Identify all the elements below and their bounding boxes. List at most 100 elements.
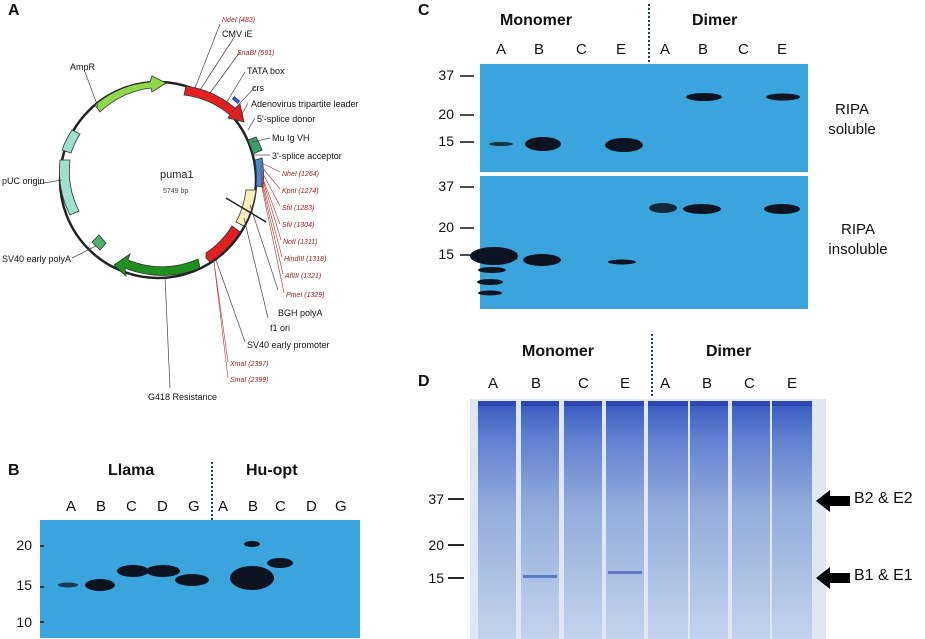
- label-sv40p: SV40 early promoter: [247, 340, 330, 350]
- ripa-insoluble-line1: RIPA: [841, 221, 875, 238]
- arrow-b2-e2: [816, 490, 850, 512]
- panel-c-lane: A: [660, 41, 671, 58]
- label-splice5: 5'-splice donor: [257, 114, 315, 124]
- label-cmv: CMV iE: [222, 29, 253, 39]
- panel-c-group-dimer: Dimer: [692, 12, 738, 29]
- panel-c-group-monomer: Monomer: [500, 12, 572, 29]
- panel-c-lane: B: [534, 41, 545, 58]
- plasmid-name: puma1: [160, 169, 194, 181]
- panel-b-lane: G: [335, 498, 347, 515]
- label-sv40pa: SV40 early polyA: [2, 254, 71, 264]
- ampr-feature: [94, 75, 167, 113]
- site-smai: SmaI (2399): [230, 377, 269, 384]
- label-bgh: BGH polyA: [278, 308, 323, 318]
- panel-b-mw: 15: [16, 577, 32, 593]
- site-pmei: PmeI (1329): [286, 292, 325, 299]
- panel-b-mw: 10: [16, 614, 32, 630]
- g418-feature: [113, 252, 201, 278]
- panel-d-lane: E: [620, 375, 631, 392]
- panel-b-lane: D: [157, 498, 168, 515]
- panel-d-group-dimer: Dimer: [706, 343, 752, 360]
- site-ndei: NdeI (483): [222, 17, 255, 24]
- panel-a-label: A: [8, 2, 20, 19]
- site-sfii2: SfiI (1304): [282, 222, 314, 229]
- panel-c-lane: C: [576, 41, 587, 58]
- plasmid-size: 5749 bp: [163, 188, 188, 195]
- panel-b-divider: [211, 462, 213, 520]
- label-tata: TATA box: [247, 66, 285, 76]
- panel-d-lane: B: [702, 375, 713, 392]
- panel-b-mw: 20: [16, 537, 32, 553]
- site-nhei: NheI (1264): [282, 171, 319, 178]
- panel-b-lane: A: [218, 498, 229, 515]
- sv40-promoter-feature: [205, 225, 241, 263]
- ripa-insoluble-line2: insoluble: [828, 241, 888, 258]
- panel-d-lane: C: [744, 375, 755, 392]
- panel-b-group-huopt: Hu-opt: [246, 462, 298, 479]
- label-f1: f1 ori: [270, 323, 290, 333]
- label-muigvh: Mu Ig VH: [272, 133, 310, 143]
- panel-c-lane: E: [616, 41, 627, 58]
- label-splice3: 3'-splice acceptor: [272, 151, 342, 161]
- panel-d-lane: A: [660, 375, 671, 392]
- panel-c-lane: E: [777, 41, 788, 58]
- site-xmai: XmaI (2397): [229, 361, 269, 368]
- site-sfii1: SfiI (1283): [282, 205, 314, 212]
- panel-d-lane: C: [578, 375, 589, 392]
- panel-c-divider: [648, 4, 650, 66]
- panel-b-group-llama: Llama: [108, 462, 155, 479]
- panel-c-mw: 15: [438, 133, 454, 149]
- arrow-b1-e1-label: B1 & E1: [854, 567, 913, 584]
- panel-d-lane: A: [488, 375, 499, 392]
- cmv-feature: [183, 85, 245, 123]
- panel-c-label-insoluble: RIPA insoluble: [810, 220, 906, 260]
- panel-b-blot: [40, 520, 360, 638]
- panel-b-lane: B: [96, 498, 107, 515]
- panel-b-lane: C: [275, 498, 286, 515]
- label-puc: pUC origin: [2, 176, 45, 186]
- site-noti: NotI (1311): [283, 239, 318, 246]
- panel-c-mw: 37: [438, 178, 454, 194]
- site-snabi: SnaBI (591): [237, 50, 274, 57]
- label-adeno: Adenovirus tripartite leader: [251, 99, 359, 109]
- panel-d-divider: [651, 334, 653, 396]
- ripa-soluble-line1: RIPA: [835, 101, 869, 118]
- panel-c-mw: 20: [438, 106, 454, 122]
- panel-d-lane: E: [787, 375, 798, 392]
- panel-c-lane: B: [698, 41, 709, 58]
- panel-c-label: C: [418, 2, 430, 19]
- panel-b-lane: B: [248, 498, 259, 515]
- panel-c-blots: [460, 64, 808, 309]
- panel-d-label: D: [418, 373, 430, 390]
- arrow-b2-e2-label: B2 & E2: [854, 490, 913, 507]
- site-afliii: AflIII (1321): [284, 273, 321, 280]
- sv40-polya-feature: [91, 234, 107, 251]
- panel-c-label-soluble: RIPA soluble: [812, 100, 892, 140]
- panel-d-mw: 15: [428, 570, 444, 586]
- panel-b-lane: G: [188, 498, 200, 515]
- panel-b-lane: D: [306, 498, 317, 515]
- panel-d-gel: [448, 399, 826, 639]
- puc-origin-feature: [59, 159, 80, 216]
- label-crs: crs: [252, 83, 264, 93]
- panel-b-lane: C: [126, 498, 137, 515]
- panel-d-group-monomer: Monomer: [522, 343, 594, 360]
- label-ampr: AmpR: [70, 62, 96, 72]
- panel-b-lane: A: [66, 498, 77, 515]
- panel-d-lane: B: [531, 375, 542, 392]
- panel-b-label: B: [8, 462, 20, 479]
- f1-ori-feature: [235, 189, 257, 227]
- ripa-soluble-line2: soluble: [828, 121, 876, 138]
- panel-d-mw: 20: [428, 537, 444, 553]
- panel-c-lane: A: [496, 41, 507, 58]
- panel-d-mw: 37: [428, 491, 444, 507]
- arrow-b1-e1: [816, 567, 850, 589]
- plasmid-map: puma1 5749 bp AmpR pUC origin SV40 early…: [2, 17, 359, 402]
- panel-c-mw: 37: [438, 67, 454, 83]
- label-g418: G418 Resistance: [148, 392, 217, 402]
- site-hindiii: HindIII (1318): [284, 256, 326, 263]
- panel-c-lane: C: [738, 41, 749, 58]
- panel-c-mw: 20: [438, 219, 454, 235]
- site-kpni: KpnI (1274): [282, 188, 319, 195]
- panel-c-mw: 15: [438, 246, 454, 262]
